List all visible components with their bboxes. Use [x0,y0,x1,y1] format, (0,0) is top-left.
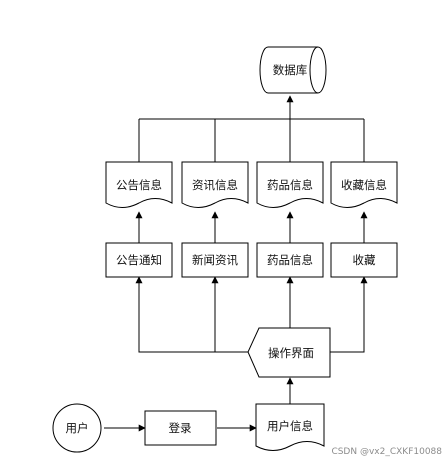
process-news: 新闻资讯 [181,242,249,278]
watermark-text: CSDN @vx2_CXKF10088 [331,447,442,457]
user-info-label: 用户信息 [267,419,313,433]
process-drug-info-label: 药品信息 [267,253,313,267]
login-label: 登录 [169,421,192,435]
doc-favorite-info-label: 收藏信息 [341,178,387,192]
doc-drug-info-label: 药品信息 [267,178,313,192]
user-info-node: 用户信息 [255,403,325,451]
doc-notice-info-label: 公告信息 [116,178,162,192]
doc-favorite-info: 收藏信息 [330,161,398,208]
database-label: 数据库 [273,63,308,77]
doc-news-info-label: 资讯信息 [192,178,238,192]
process-favorite-label: 收藏 [353,253,376,267]
operation-ui-label: 操作界面 [268,346,314,360]
login-node: 登录 [144,410,217,446]
edges [104,95,368,432]
doc-news-info: 资讯信息 [181,161,249,208]
user-node: 用户 [52,403,102,453]
process-favorite: 收藏 [330,242,398,278]
process-notice-label: 公告通知 [116,253,162,267]
edge-ui-bus-right [330,276,368,353]
doc-notice-info: 公告信息 [105,161,173,208]
process-news-label: 新闻资讯 [192,253,238,267]
process-notice: 公告通知 [105,242,173,278]
user-label: 用户 [66,421,89,435]
edge-ui-bus-left [135,276,255,353]
process-drug-info: 药品信息 [256,242,324,278]
operation-ui-node: 操作界面 [247,327,331,378]
doc-drug-info: 药品信息 [256,161,324,208]
database-node: 数据库 [259,46,327,94]
